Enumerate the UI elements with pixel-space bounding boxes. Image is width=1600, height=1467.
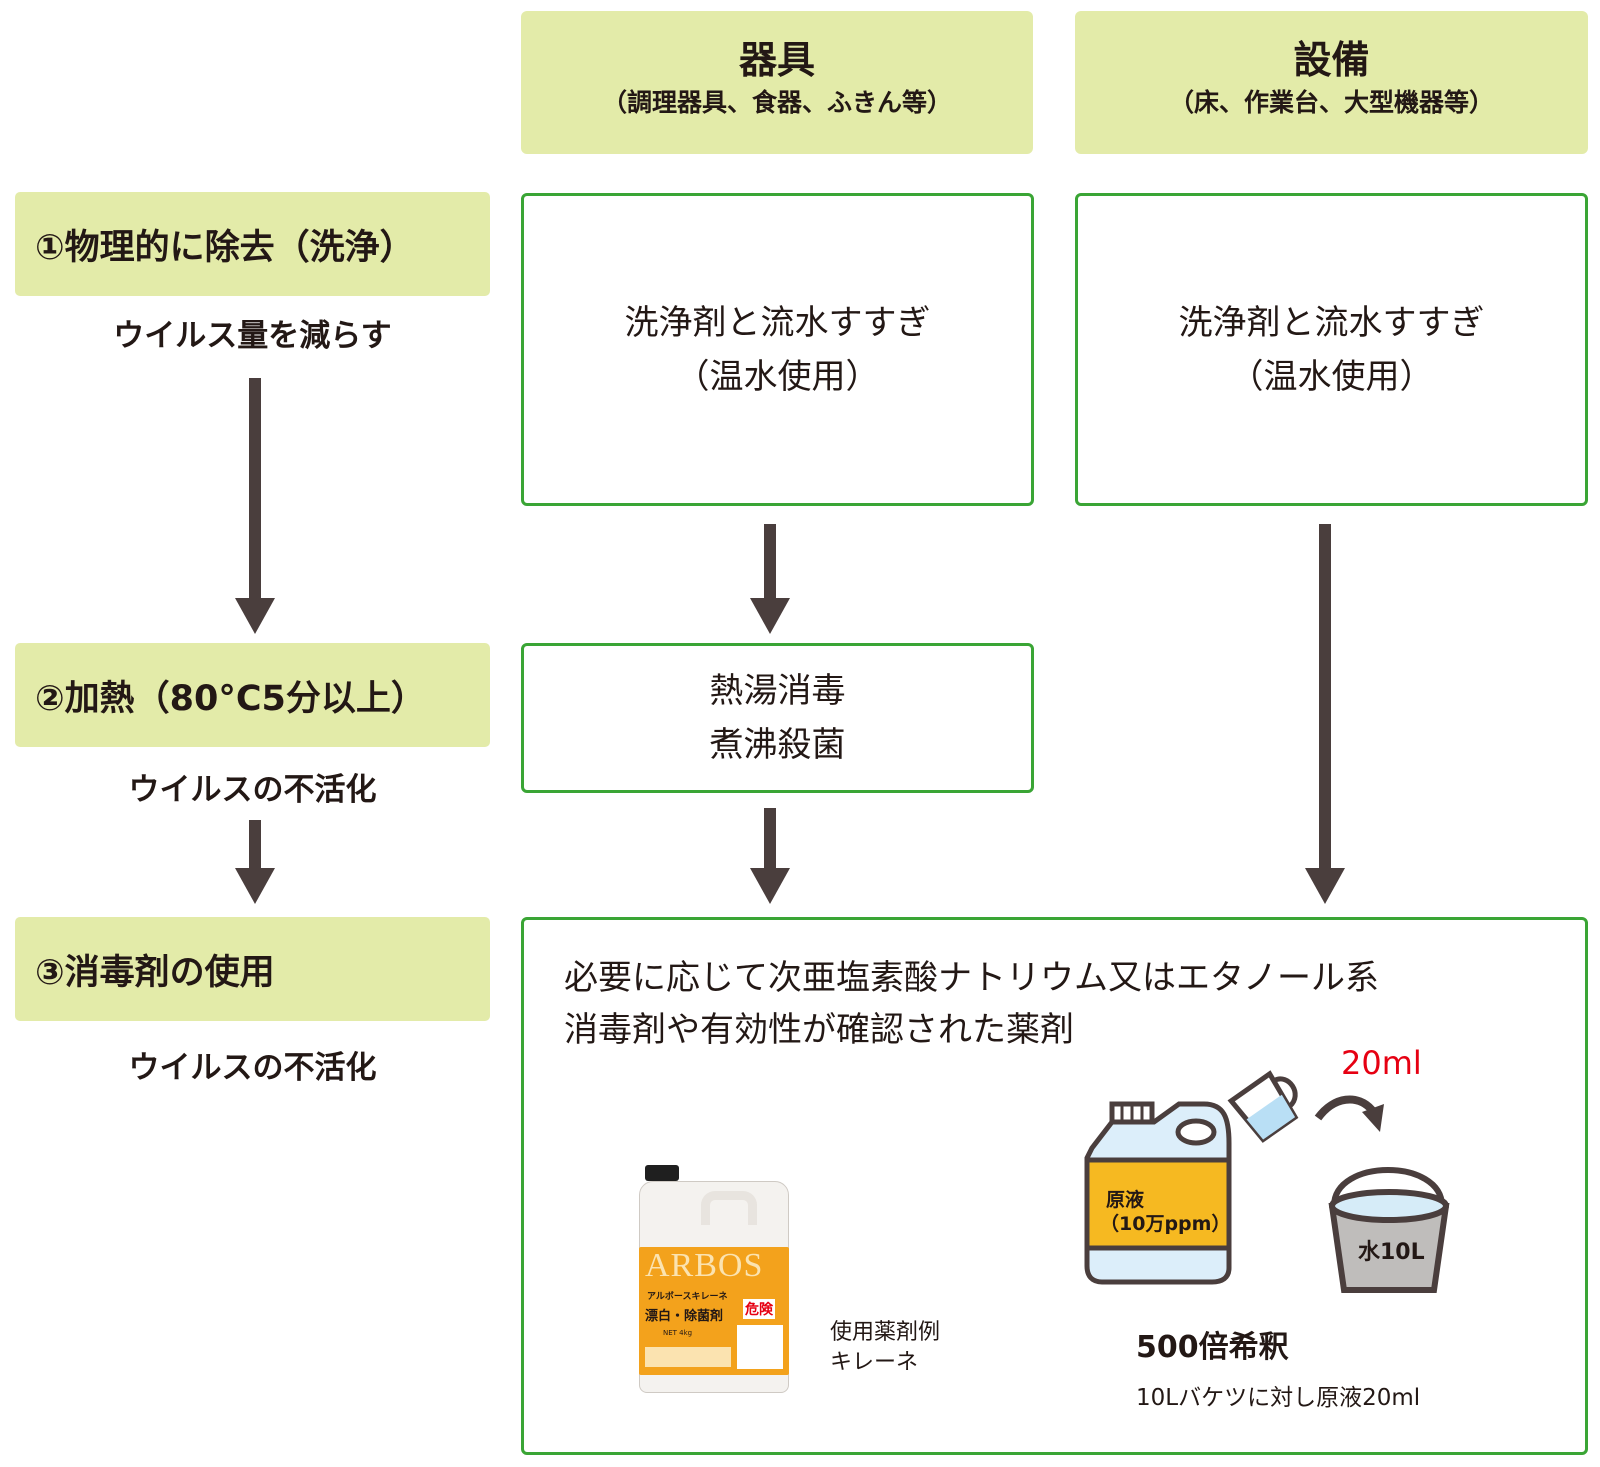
bucket-label: 水10L: [1358, 1240, 1425, 1265]
bottle-net: NET 4kg: [663, 1329, 693, 1337]
dilution-note: 10Lバケツに対し原液20ml: [1136, 1385, 1421, 1411]
column-subtitle-facility: （床、作業台、大型機器等）: [1168, 88, 1494, 117]
stock-label-2: （10万ppm）: [1100, 1213, 1231, 1235]
dilution-title: 500倍希釈: [1136, 1330, 1289, 1365]
disinfect-line1: 必要に応じて次亜塩素酸ナトリウム又はエタノール系: [564, 958, 1379, 998]
column-title-equipment: 器具: [738, 38, 815, 82]
disinfect-line2: 消毒剤や有効性が確認された薬剤: [564, 1010, 1074, 1050]
bottle-warning: 危険: [743, 1299, 775, 1319]
stock-label-1: 原液: [1106, 1189, 1145, 1211]
column-header-equipment: 器具 （調理器具、食器、ふきん等）: [521, 11, 1033, 154]
wash-facility-line1: 洗浄剤と流水すすぎ: [1178, 302, 1485, 343]
heat-line2: 煮沸殺菌: [709, 725, 846, 765]
pour-arrow-icon: [1314, 1095, 1384, 1132]
bottle-product-name: アルボースキレーネ: [647, 1292, 728, 1302]
bottle-brand: ARBOS: [645, 1247, 764, 1284]
column-title-facility: 設備: [1293, 38, 1370, 82]
dose-amount: 20ml: [1341, 1044, 1422, 1082]
stock-jug-icon: [1084, 1101, 1232, 1285]
column-header-facility: 設備 （床、作業台、大型機器等）: [1075, 11, 1588, 154]
wash-facility-line2: （温水使用）: [1229, 356, 1434, 397]
product-caption-1: 使用薬剤例: [830, 1320, 941, 1345]
wash-box-facility: 洗浄剤と流水すすぎ （温水使用）: [1075, 193, 1588, 506]
step-2-label: ②加熱（80°C5分以上）: [15, 643, 490, 747]
measuring-cup-icon: [1227, 1070, 1299, 1143]
disinfect-box: 必要に応じて次亜塩素酸ナトリウム又はエタノール系 消毒剤や有効性が確認された薬剤…: [521, 917, 1588, 1455]
step-1-label: ①物理的に除去（洗浄）: [15, 192, 490, 296]
step-3-label: ③消毒剤の使用: [15, 917, 490, 1021]
step-2-effect: ウイルスの不活化: [128, 772, 377, 808]
column-subtitle-equipment: （調理器具、食器、ふきん等）: [601, 88, 952, 117]
arrow-down-icon: [1305, 524, 1345, 904]
heat-box: 熱湯消毒 煮沸殺菌: [521, 643, 1034, 793]
step-3-effect: ウイルスの不活化: [128, 1050, 377, 1086]
product-bottle-image: ARBOS アルボースキレーネ 漂白・除菌剤 危険 NET 4kg: [639, 1165, 799, 1395]
step-1-effect: ウイルス量を減らす: [113, 318, 392, 354]
wash-box-equipment: 洗浄剤と流水すすぎ （温水使用）: [521, 193, 1034, 506]
arrow-down-icon: [750, 524, 790, 634]
wash-equipment-line1: 洗浄剤と流水すすぎ: [624, 302, 931, 343]
arrow-down-icon: [235, 820, 275, 904]
product-caption-2: キレーネ: [830, 1350, 919, 1375]
arrow-down-icon: [235, 378, 275, 634]
heat-line1: 熱湯消毒: [709, 671, 846, 711]
arrow-down-icon: [750, 808, 790, 904]
bucket-icon: [1328, 1167, 1450, 1293]
bottle-label-text: 漂白・除菌剤: [645, 1309, 724, 1324]
wash-equipment-line2: （温水使用）: [675, 356, 880, 397]
